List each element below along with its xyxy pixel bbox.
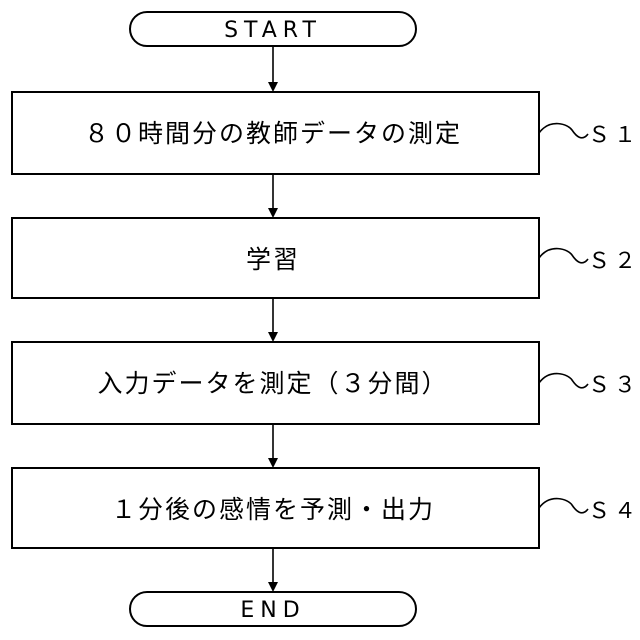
start-label: START xyxy=(224,18,322,43)
end-label: END xyxy=(240,598,305,623)
step-label-s4: Ｓ４ xyxy=(588,499,640,524)
step-leader-s2 xyxy=(539,249,588,263)
arrowhead-s3-s4 xyxy=(268,458,278,468)
step-leader-s1 xyxy=(539,124,588,138)
step-leader-s4 xyxy=(539,499,588,513)
step-label-s1: Ｓ１ xyxy=(588,123,640,148)
step-leader-s3 xyxy=(539,374,588,388)
process-text-s1: ８０時間分の教師データの測定 xyxy=(84,119,462,148)
process-text-s4: １分後の感情を予測・出力 xyxy=(111,495,435,524)
arrowhead-s4-end xyxy=(268,582,278,592)
arrowhead-start-s1 xyxy=(268,82,278,92)
step-label-s2: Ｓ２ xyxy=(588,249,640,274)
arrowhead-s1-s2 xyxy=(268,208,278,218)
arrowhead-s2-s3 xyxy=(268,332,278,342)
process-text-s3: 入力データを測定（３分間） xyxy=(97,369,448,398)
process-text-s2: 学習 xyxy=(246,245,300,274)
step-label-s3: Ｓ３ xyxy=(588,373,640,398)
